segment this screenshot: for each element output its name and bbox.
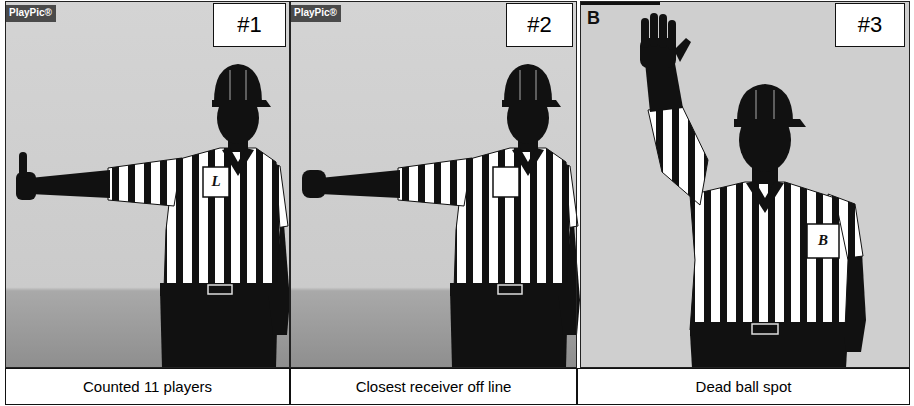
panel-ground (5, 1, 290, 368)
panel-ground (580, 1, 910, 368)
panel-number-box: #2 (506, 3, 573, 47)
caption-box: Counted 11 players (5, 368, 290, 405)
referee-figure (302, 64, 580, 368)
belt (160, 283, 278, 296)
thumb (19, 152, 27, 178)
belt-buckle (208, 285, 232, 294)
arm (320, 170, 400, 198)
caption-text: Closest receiver off line (350, 378, 518, 396)
sleeve (648, 106, 708, 205)
finger (659, 14, 667, 48)
pants (160, 290, 278, 368)
belt (690, 322, 848, 336)
cap-brim (734, 119, 806, 127)
panel-ground (290, 1, 577, 368)
referee-figure (16, 64, 290, 368)
cap-seam (230, 70, 246, 100)
cap (737, 84, 793, 122)
striped-shirt (690, 182, 848, 330)
cap-brim (212, 100, 271, 107)
pocket (807, 224, 839, 258)
illustration-panel: PlayPic® #1 (5, 1, 290, 368)
belt-buckle (752, 324, 778, 334)
pants (450, 290, 568, 368)
panel-number-box: #1 (213, 3, 286, 47)
fist (302, 170, 326, 198)
striped-shirt (454, 148, 570, 290)
cap (214, 64, 262, 102)
pocket-letter: L (203, 173, 229, 189)
caption-box: Closest receiver off line (290, 368, 577, 405)
pocket (203, 167, 229, 197)
cap-brim (502, 100, 561, 107)
panel-number-box: #3 (835, 3, 905, 47)
caption-text: Dead ball spot (690, 378, 798, 396)
caption-box: Dead ball spot (577, 368, 910, 405)
arm (30, 170, 110, 198)
striped-shirt (164, 148, 280, 290)
illustration-panel: B #3 (580, 1, 910, 368)
referee-figure (640, 13, 866, 368)
pocket-letter: B (807, 232, 839, 248)
pocket (493, 167, 519, 197)
caption-text: Counted 11 players (77, 378, 218, 396)
belt-buckle (498, 285, 522, 294)
cap-seam (756, 90, 774, 120)
belt (450, 283, 568, 296)
sleeve (398, 158, 472, 206)
sleeve (108, 158, 182, 206)
finger (641, 18, 649, 48)
finger (650, 13, 658, 47)
finger (668, 20, 676, 50)
brand-tag: PlayPic® (6, 5, 56, 22)
pants (690, 334, 848, 368)
cap (504, 64, 552, 102)
panel-number: #3 (858, 12, 882, 38)
cap-seam (520, 70, 536, 100)
brand-tag: PlayPic® (291, 5, 341, 22)
corner-letter: B (587, 8, 600, 28)
panel-number: #2 (527, 12, 551, 38)
collar (746, 181, 784, 213)
thumb (674, 38, 691, 62)
illustration-panel: PlayPic® #2 (290, 1, 577, 368)
panel-number: #1 (237, 12, 261, 38)
